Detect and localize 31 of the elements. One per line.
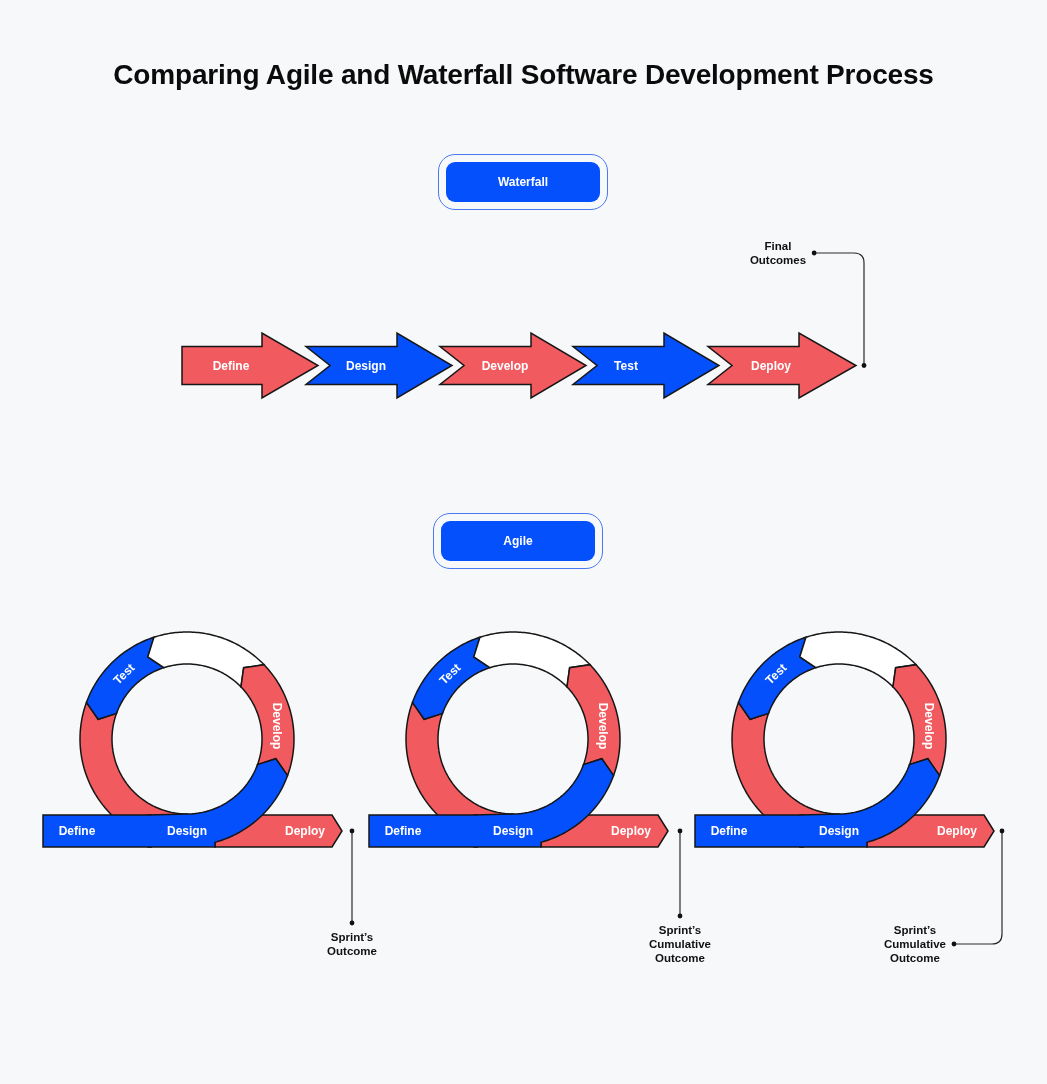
outcome-note: Final Outcomes <box>749 239 807 267</box>
phase-label: Test <box>110 660 138 687</box>
phase-label: Define <box>212 358 250 373</box>
leader-line <box>349 828 355 926</box>
phase-label: Develop <box>481 358 529 373</box>
phase-label: Design <box>167 824 207 838</box>
section-heading: Agile <box>433 513 603 569</box>
phase-label: Design <box>493 824 533 838</box>
section-heading: Waterfall <box>438 154 608 210</box>
diagram-title: Comparing Agile and Waterfall Software Development Process <box>113 58 934 92</box>
phase-label: Define <box>384 824 422 838</box>
outcome-note: Sprint’s Cumulative Outcome <box>884 923 946 965</box>
phase-label: Deploy <box>937 824 977 838</box>
phase-label: Define <box>58 824 96 838</box>
phase-label: Deploy <box>611 824 651 838</box>
phase-label: Define <box>710 824 748 838</box>
leader-line <box>951 828 1005 947</box>
phase-label: Develop <box>596 703 611 750</box>
phase-label: Develop <box>922 703 937 750</box>
phase-label: Test <box>762 660 790 687</box>
outcome-note: Sprint’s Outcome <box>327 930 377 958</box>
leader-line <box>811 250 867 368</box>
phase-label: Test <box>614 358 638 373</box>
phase-label: Design <box>346 358 386 373</box>
phase-label: Design <box>819 824 859 838</box>
leader-line <box>677 828 683 919</box>
phase-label: Test <box>436 660 464 687</box>
phase-label: Develop <box>270 703 285 750</box>
phase-label: Deploy <box>751 358 791 373</box>
phase-label: Deploy <box>285 824 325 838</box>
outcome-note: Sprint’s Cumulative Outcome <box>649 923 711 965</box>
